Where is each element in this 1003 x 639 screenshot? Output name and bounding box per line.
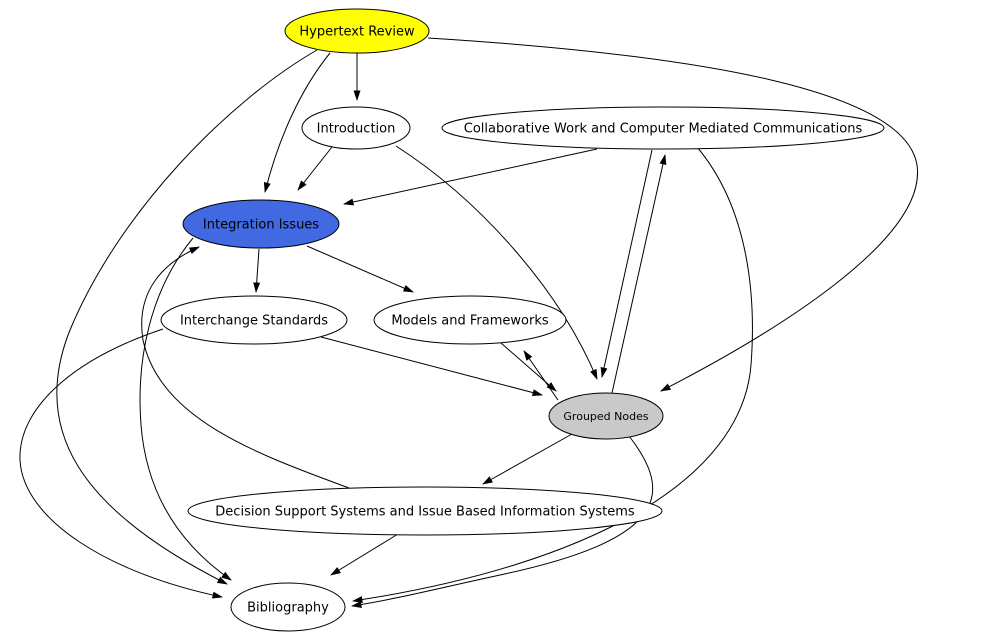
- edge-layer: [19, 37, 918, 609]
- node-label-interchange-standards: Interchange Standards: [180, 314, 328, 329]
- edge-collaborative-work-to-bibliography: [352, 146, 753, 604]
- node-grouped-nodes[interactable]: Grouped Nodes: [548, 392, 664, 440]
- node-shape-introduction[interactable]: [301, 106, 411, 150]
- edge-integration-issues-to-bibliography: [139, 237, 232, 581]
- edge-collaborative-work-to-integration-issues: [343, 148, 598, 206]
- edge-grouped-nodes-to-bibliography: [351, 435, 654, 609]
- edge-models-and-frameworks-to-grouped-nodes: [500, 342, 557, 392]
- node-label-grouped-nodes: Grouped Nodes: [563, 410, 648, 423]
- node-shape-decision-support[interactable]: [187, 486, 663, 536]
- edge-integration-issues-to-interchange-standards: [253, 248, 261, 293]
- node-label-introduction: Introduction: [317, 122, 396, 137]
- edge-introduction-to-integration-issues: [297, 146, 333, 191]
- node-decision-support[interactable]: Decision Support Systems and Issue Based…: [187, 486, 663, 536]
- edge-hypertext-review-to-bibliography: [56, 49, 318, 585]
- node-shape-integration-issues[interactable]: [182, 199, 340, 249]
- node-shape-hypertext-review[interactable]: [284, 8, 430, 54]
- node-shape-grouped-nodes[interactable]: [548, 392, 664, 440]
- edge-grouped-nodes-to-models-and-frameworks: [523, 350, 559, 401]
- edge-integration-issues-to-models-and-frameworks: [306, 245, 414, 293]
- node-shape-interchange-standards[interactable]: [160, 295, 348, 345]
- node-label-models-and-frameworks: Models and Frameworks: [391, 314, 548, 329]
- node-integration-issues[interactable]: Integration Issues: [182, 199, 340, 249]
- node-label-collaborative-work: Collaborative Work and Computer Mediated…: [464, 122, 863, 137]
- node-introduction[interactable]: Introduction: [301, 106, 411, 150]
- node-shape-models-and-frameworks[interactable]: [373, 295, 567, 345]
- edge-introduction-to-grouped-nodes: [395, 145, 598, 380]
- edge-collaborative-work-to-grouped-nodes: [600, 149, 653, 378]
- edge-interchange-standards-to-grouped-nodes: [320, 336, 543, 396]
- node-shape-bibliography[interactable]: [230, 582, 346, 632]
- edge-interchange-standards-to-bibliography: [19, 328, 223, 599]
- edge-decision-support-to-bibliography: [330, 533, 399, 576]
- edge-hypertext-review-to-grouped-nodes: [427, 37, 918, 392]
- node-label-integration-issues: Integration Issues: [203, 218, 319, 233]
- node-hypertext-review[interactable]: Hypertext Review: [284, 8, 430, 54]
- edge-decision-support-to-integration-issues: [141, 246, 350, 489]
- node-collaborative-work[interactable]: Collaborative Work and Computer Mediated…: [441, 106, 885, 150]
- node-shape-collaborative-work[interactable]: [441, 106, 885, 150]
- edge-grouped-nodes-to-decision-support: [482, 433, 573, 485]
- node-bibliography[interactable]: Bibliography: [230, 582, 346, 632]
- edge-hypertext-review-to-integration-issues: [263, 52, 331, 193]
- node-label-hypertext-review: Hypertext Review: [299, 25, 415, 40]
- node-models-and-frameworks[interactable]: Models and Frameworks: [373, 295, 567, 345]
- node-label-bibliography: Bibliography: [247, 601, 329, 616]
- node-interchange-standards[interactable]: Interchange Standards: [160, 295, 348, 345]
- node-label-decision-support: Decision Support Systems and Issue Based…: [215, 505, 635, 520]
- edge-grouped-nodes-to-collaborative-work: [611, 154, 667, 394]
